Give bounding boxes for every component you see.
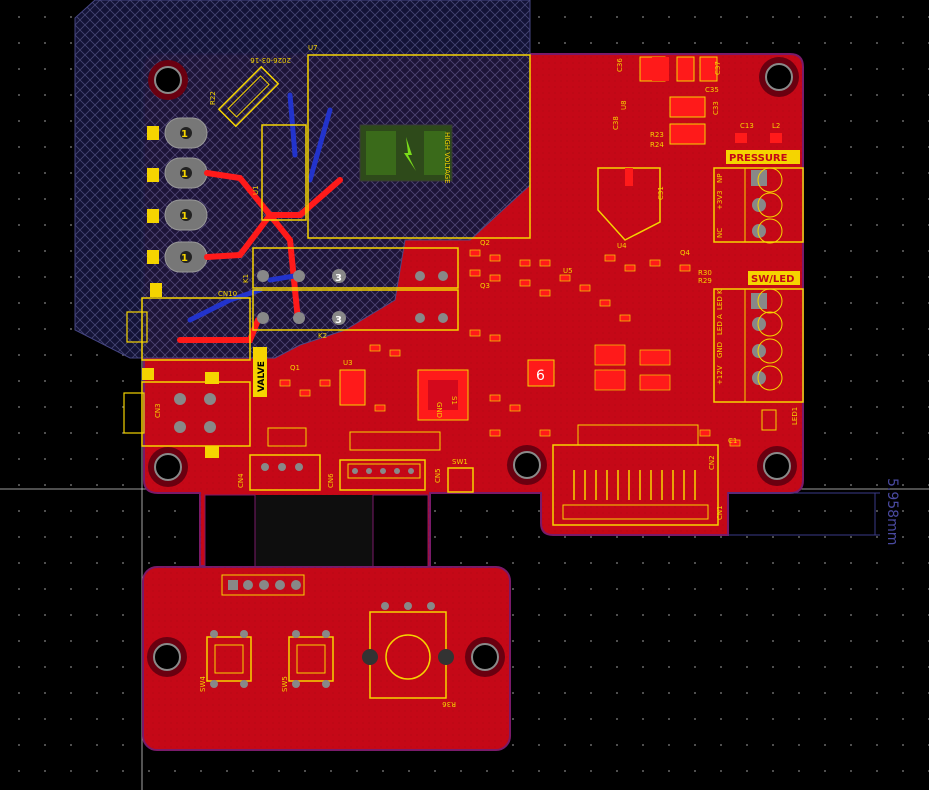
cn6-connector[interactable] (339, 459, 426, 491)
u7-module-outline (307, 54, 531, 239)
q3-label: Q3 (480, 282, 490, 290)
pressure-label-bg (726, 150, 800, 164)
c37-label: C37 (714, 61, 722, 75)
swled-pin1: LED K (716, 289, 724, 310)
ic-q1 (339, 369, 366, 406)
ic-u6 (527, 359, 555, 387)
swled-pin2: LED A (716, 314, 724, 335)
led1-footprint (761, 409, 777, 431)
u1-label: U1 (252, 185, 260, 195)
pressure-pin1: NP (716, 174, 724, 183)
pin1-label-b: 1 (181, 169, 188, 180)
pressure-connector[interactable] (713, 167, 804, 243)
hv-text: HIGH VOLTAGE (443, 132, 451, 184)
q4-label: Q4 (680, 249, 691, 257)
button-board-header (221, 574, 305, 596)
sw5-button[interactable] (288, 630, 334, 688)
cn5-label: CN5 (434, 468, 442, 483)
s1-tag: S1 (450, 396, 458, 405)
ffc-pins (573, 470, 696, 500)
pin1-label-d: 1 (181, 253, 188, 264)
u1-footprint (261, 124, 307, 221)
sw4-label: SW4 (199, 676, 207, 692)
k2-label: K2 (318, 332, 327, 340)
cn1-ffc-connector[interactable] (552, 444, 719, 526)
pressure-pin2: +3V3 (716, 190, 724, 210)
pressure-label: PRESSURE (729, 153, 788, 164)
valve-label-bg (253, 347, 267, 397)
cn10-outline[interactable] (141, 297, 251, 361)
swled-label: SW/LED (751, 274, 794, 285)
c33-label: C33 (712, 101, 720, 115)
q1-label: Q1 (290, 364, 300, 372)
cn3-label: CN3 (154, 403, 162, 418)
k1-label: K1 (242, 274, 250, 283)
high-voltage-warning (359, 124, 453, 182)
cn6-label: CN6 (327, 473, 335, 488)
relay-pads (257, 269, 448, 325)
cn1-label: CN1 (716, 505, 724, 520)
led1-label: LED1 (791, 407, 799, 425)
c36-label: C36 (616, 58, 624, 72)
c13-label: C13 (740, 122, 754, 130)
c31-label: C31 (657, 186, 665, 200)
swled-label-bg (748, 271, 800, 285)
swled-pin3: GND (716, 342, 724, 358)
q2-label: Q2 (480, 239, 490, 247)
k2-pin-num: 3 (335, 315, 342, 326)
mains-terminal-pads[interactable] (147, 117, 208, 273)
cn2-label: CN2 (708, 455, 716, 470)
relay-k2 (252, 289, 459, 331)
swled-connector[interactable] (713, 288, 804, 403)
pin1-label-a: 1 (181, 129, 188, 140)
u7-label: U7 (308, 44, 318, 52)
valve-label: VALVE (257, 361, 267, 392)
cn4-label: CN4 (237, 473, 245, 488)
cn10-label: CN10 (218, 290, 237, 298)
r22-label: R22 (209, 91, 217, 105)
r24-label: R24 (650, 141, 664, 149)
sw5-label: SW5 (281, 676, 289, 692)
c1-label: C1 (728, 437, 737, 445)
dimension-readout: 5.958mm (884, 478, 900, 545)
date-stamp: 2026-03-16 (250, 56, 291, 64)
smd-components (279, 249, 741, 447)
mcu-chip (417, 369, 469, 421)
u4-label: U4 (617, 242, 627, 250)
cn3-valve-connector[interactable] (141, 381, 251, 447)
pressure-pin3: NC (716, 228, 724, 238)
u8-label: U8 (620, 100, 628, 110)
l2-label: L2 (772, 122, 780, 130)
r23-label: R23 (650, 131, 664, 139)
rotary-encoder-r36[interactable] (362, 602, 454, 699)
gnd-tag: GND (435, 402, 443, 418)
dimension-annotation (728, 492, 880, 536)
relay-k1 (252, 247, 459, 289)
sw1-label: SW1 (452, 458, 468, 466)
c38-label: C38 (612, 116, 620, 130)
c35-label: C35 (705, 86, 719, 94)
u3-label: U3 (343, 359, 353, 367)
sw4-button[interactable] (206, 630, 252, 688)
flex-cable-area (255, 495, 373, 567)
k1-pin-num: 3 (335, 273, 342, 284)
r29-label: R29 (698, 277, 712, 285)
swled-pin4: +12V (716, 365, 724, 385)
r36-label: R36 (442, 700, 456, 708)
ic-u6-number: 6 (536, 368, 545, 384)
mounting-holes (147, 57, 799, 677)
power-section (597, 56, 782, 241)
cn4-connector[interactable] (249, 454, 321, 491)
sw1-button[interactable] (447, 467, 474, 493)
pin1-label-c: 1 (181, 211, 188, 222)
r30-label: R30 (698, 269, 712, 277)
u5-label: U5 (563, 267, 573, 275)
fuse-holder (217, 65, 280, 128)
